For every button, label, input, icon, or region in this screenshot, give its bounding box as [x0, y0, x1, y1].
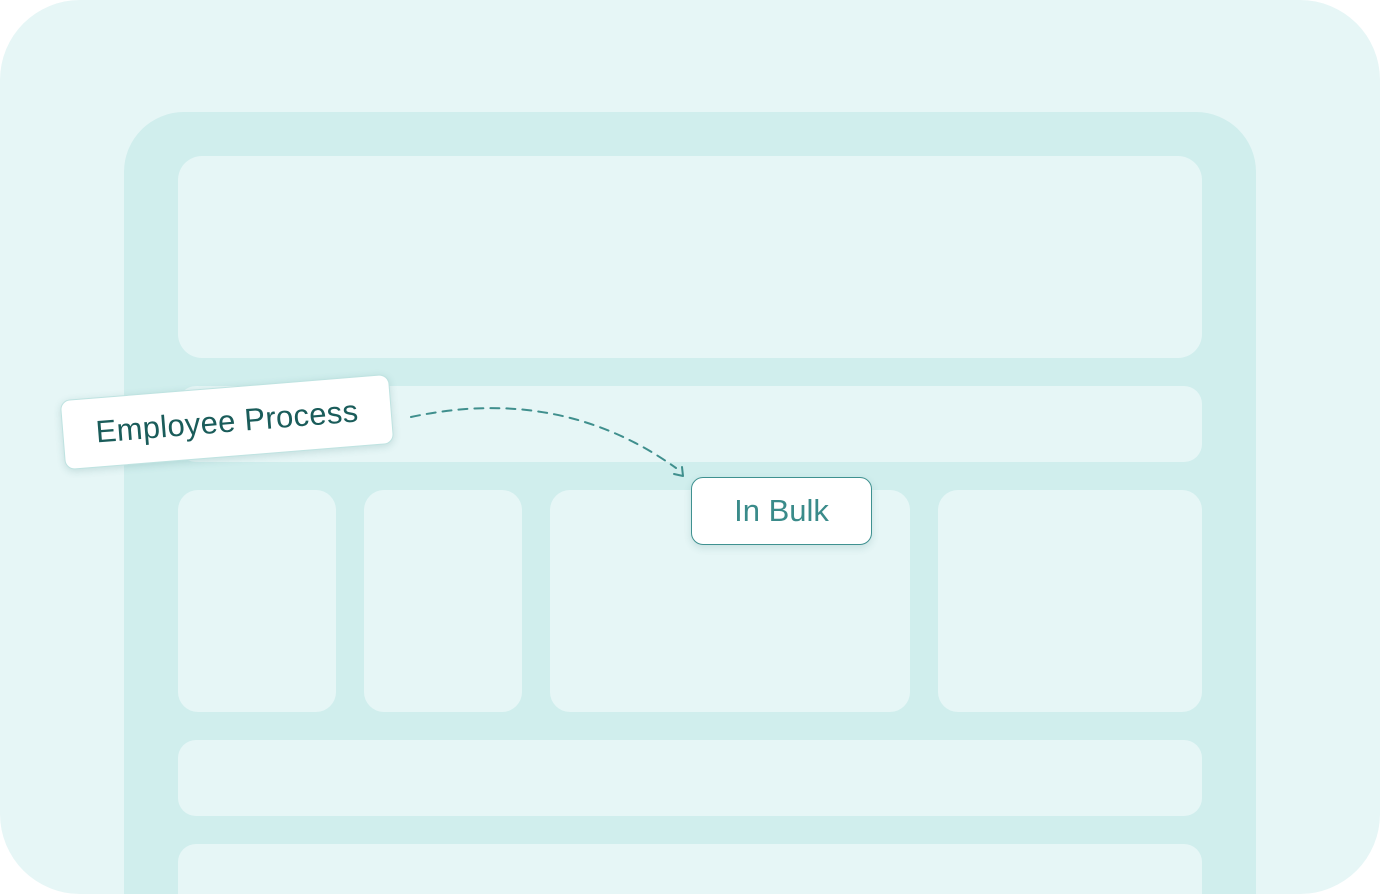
placeholder-header-block: [178, 156, 1202, 358]
placeholder-card-1: [178, 490, 336, 712]
placeholder-card-2: [364, 490, 522, 712]
in-bulk-label: In Bulk: [734, 493, 829, 528]
placeholder-row-1: [178, 740, 1202, 816]
in-bulk-tag: In Bulk: [691, 477, 872, 545]
employee-process-label: Employee Process: [94, 393, 360, 450]
placeholder-row-2: [178, 844, 1202, 894]
placeholder-card-4: [938, 490, 1202, 712]
